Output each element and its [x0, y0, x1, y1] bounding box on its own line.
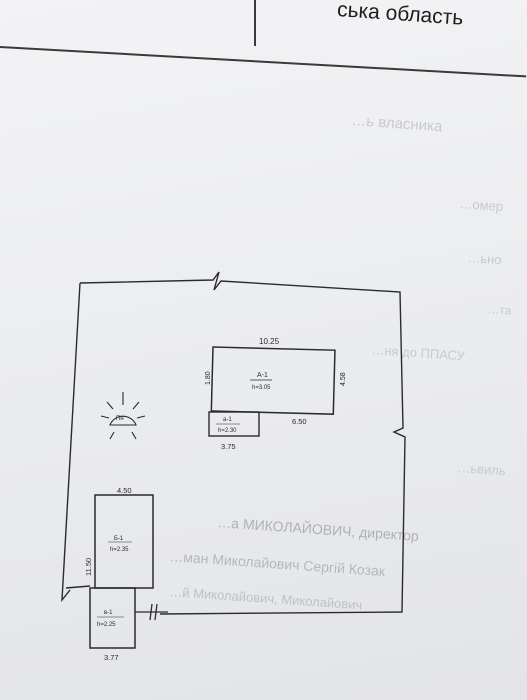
header-table: ська область — [0, 0, 527, 78]
building-outbuilding: в-1 h=2.25 3.77 — [89, 587, 136, 662]
shed-depth: 11.50 — [84, 558, 93, 576]
shed-code: Б-1 — [114, 536, 124, 542]
plot-boundary-sw — [65, 585, 91, 589]
building-porch: а-1 h=2.30 3.75 — [208, 411, 260, 451]
building-shed: 4.50 11.50 Б-1 h=2.35 — [84, 486, 154, 589]
outbuilding-width: 3.77 — [104, 653, 119, 662]
north-label: Пн — [116, 416, 124, 422]
main-height: h=3.05 — [252, 385, 271, 391]
plot-boundary — [61, 271, 406, 615]
main-depth-right: 4.58 — [340, 372, 347, 386]
porch-width: 3.75 — [221, 442, 236, 451]
main-depth-left: 1.80 — [205, 371, 212, 385]
shed-width-top: 4.50 — [117, 486, 132, 495]
outbuilding-code: в-1 — [104, 610, 113, 616]
north-arrow-icon: Пн — [100, 392, 146, 440]
table-border-vertical — [254, 0, 256, 46]
main-lower-width: 6.50 — [292, 417, 307, 426]
shed-height: h=2.35 — [110, 547, 129, 553]
porch-code: а-1 — [223, 417, 232, 423]
main-code: А-1 — [257, 372, 268, 379]
main-width-top: 10.25 — [259, 337, 280, 346]
outbuilding-height: h=2.25 — [97, 622, 116, 628]
building-main: 10.25 1.80 4.58 А-1 h=3.05 6.50 — [205, 337, 347, 426]
plot-boundary-west — [61, 282, 81, 603]
porch-height: h=2.30 — [218, 428, 237, 434]
gate-mark — [135, 603, 168, 621]
